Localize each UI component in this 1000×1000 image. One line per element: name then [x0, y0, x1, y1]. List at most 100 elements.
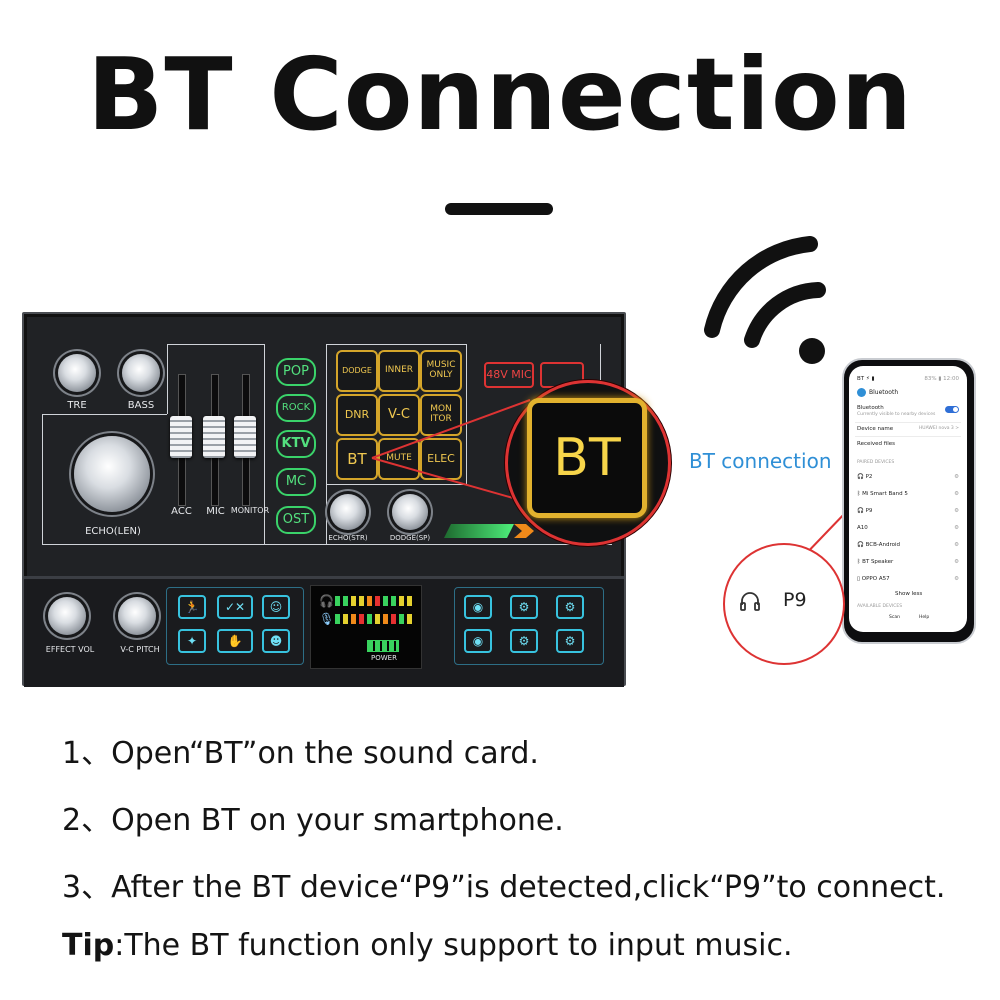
headphone-svg [740, 592, 760, 611]
run-effect-icon: 🏃 [178, 595, 206, 619]
p9-callout-circle [723, 543, 845, 665]
input-meter [335, 614, 415, 624]
mic-icon: 🎙 [319, 612, 335, 626]
ktv-mode-button: KTV [276, 430, 316, 458]
disc2-icon: ◉ [464, 629, 492, 653]
device-settings-icon[interactable]: ⚙ [954, 491, 959, 497]
gear4-icon: ⚙ [556, 629, 584, 653]
laugh-icon: ☺ [262, 595, 290, 619]
bass-label: BASS [127, 400, 155, 411]
help-button[interactable]: Help [919, 615, 930, 620]
panel-line [42, 414, 167, 415]
paired-device-row[interactable]: ᛒ Mi Smart Band 5 [857, 491, 908, 497]
level-meter-display: 🎧 🎙 POWER [310, 585, 422, 669]
wifi-inner-arc [744, 282, 826, 348]
tip-key: Tip [62, 928, 115, 963]
bluetooth-header: Bluetooth [869, 389, 899, 396]
headphone-icon: 🎧 [857, 542, 866, 548]
inner-button: INNER [378, 350, 420, 392]
48v-mic-button: 48V MIC [484, 362, 534, 388]
face-icon: ☻ [262, 629, 290, 653]
device-name-label: Device name [857, 426, 894, 432]
level-arrow-orange [514, 524, 534, 538]
dodge-label: DODGE(SP) [389, 534, 431, 542]
battery-icon [367, 640, 399, 652]
bluetooth-icon: ᛒ [857, 559, 863, 565]
effect-pad-left [166, 587, 304, 665]
bt-connection-label: BT connection [689, 449, 832, 473]
device-settings-icon[interactable]: ⚙ [954, 508, 959, 514]
step-2: 2、Open BT on your smartphone. [62, 803, 564, 838]
device-settings-icon[interactable]: ⚙ [954, 576, 959, 582]
tip-text: :The BT function only support to input m… [114, 928, 793, 963]
monitor-label: MONITOR [230, 506, 270, 515]
received-files[interactable]: Received files [857, 441, 896, 447]
paired-device-row-p9[interactable]: 🎧 P9 [857, 508, 873, 514]
panel-line [466, 344, 467, 484]
device-settings-icon[interactable]: ⚙ [954, 474, 959, 480]
wifi-dot [799, 338, 825, 364]
dnr-button: DNR [336, 394, 378, 436]
scan-button[interactable]: Scan [889, 615, 900, 620]
title-underline [445, 203, 553, 215]
bass-knob [122, 354, 160, 392]
output-meter [335, 596, 415, 606]
vc-pitch-label: V-C PITCH [120, 645, 160, 654]
bt-button: BT [336, 438, 378, 480]
toggle-knob [953, 407, 958, 412]
ost-mode-button: OST [276, 506, 316, 534]
level-arrow [444, 524, 514, 538]
device-settings-icon[interactable]: ⚙ [954, 559, 959, 565]
clap-icon: ✋ [217, 629, 253, 653]
mc-mode-button: MC [276, 468, 316, 496]
panel-line [326, 344, 327, 544]
gear2-icon: ⚙ [556, 595, 584, 619]
panel-line [167, 344, 264, 345]
panel-line [326, 344, 466, 345]
paired-device-row[interactable]: 🎧 BCB-Android [857, 542, 901, 548]
elec-button: ELEC [420, 438, 462, 480]
bluetooth-icon: ᛒ [857, 491, 863, 497]
device-settings-icon[interactable]: ⚙ [954, 542, 959, 548]
paired-device-row[interactable]: ▯ OPPO A57 [857, 576, 890, 582]
device-settings-icon[interactable]: ⚙ [954, 525, 959, 531]
separator [855, 436, 961, 437]
pop-mode-button: POP [276, 358, 316, 386]
echo-str-label: ECHO(STR) [328, 534, 368, 542]
music-only-button: MUSIC ONLY [420, 350, 462, 392]
echo-len-label: ECHO(LEN) [85, 526, 141, 537]
disc-icon: ◉ [464, 595, 492, 619]
tre-label: TRE [67, 400, 87, 411]
paired-device-row[interactable]: A10 [857, 525, 868, 531]
vc-pitch-knob [118, 597, 156, 635]
effect-vol-knob [48, 597, 86, 635]
dodge-knob [392, 494, 428, 530]
monitor-button: MON ITOR [420, 394, 462, 436]
bt-zoom-button: BT [527, 398, 647, 518]
back-icon [857, 388, 866, 397]
panel-line [167, 344, 168, 414]
show-less[interactable]: Show less [895, 591, 923, 597]
bluetooth-visibility: Currently visible to nearby devices [857, 412, 936, 417]
step-1: 1、Open“BT”on the sound card. [62, 736, 539, 771]
headphone-icon: 🎧 [319, 594, 334, 608]
paired-device-row[interactable]: 🎧 P2 [857, 474, 873, 480]
paired-device-row[interactable]: ᛒ BT Speaker [857, 559, 894, 565]
panel-line [326, 484, 466, 485]
rock-mode-button: ROCK [276, 394, 316, 422]
acc-label: ACC [171, 506, 192, 517]
separator [855, 422, 961, 423]
phone-icon: ▯ [857, 576, 862, 582]
phone-screen: BT ⚡ ▮ 83% ▮ 12:00 Bluetooth Bluetooth C… [849, 366, 967, 632]
headphone-icon: 🎧 [857, 508, 866, 514]
check-cross-icon: ✓✕ [217, 595, 253, 619]
step-3: 3、After the BT device“P9”is detected,cli… [62, 870, 946, 905]
bluetooth-toggle[interactable] [945, 406, 959, 413]
mic-fader [203, 416, 225, 458]
panel-line [264, 344, 265, 544]
echo-len-knob [74, 436, 150, 512]
bluetooth-toggle-label: Bluetooth [857, 405, 884, 411]
party-icon: ✦ [178, 629, 206, 653]
panel-line [42, 414, 43, 544]
monitor-fader [234, 416, 256, 458]
